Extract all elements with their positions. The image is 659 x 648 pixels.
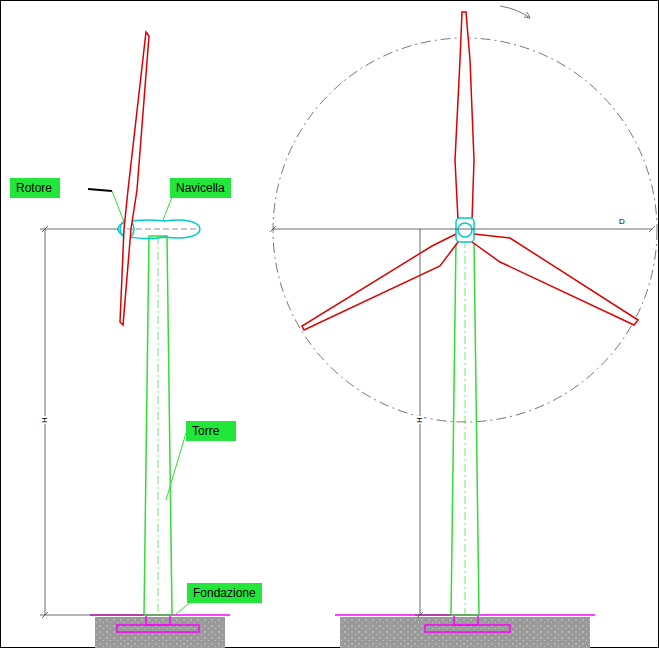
part-name: Rotore xyxy=(16,181,54,195)
rotor-axis xyxy=(127,229,200,230)
foundation-plate xyxy=(117,625,199,632)
label-box: Navicella xyxy=(170,178,231,198)
label-box: Torre xyxy=(186,421,236,441)
leader-line xyxy=(166,433,186,500)
tower-axis xyxy=(465,240,466,615)
rotor-blade xyxy=(302,234,458,330)
part-name: Torre xyxy=(192,424,230,438)
dimension-line xyxy=(273,229,652,230)
part-name: Fondazione xyxy=(193,586,256,600)
dimension-label: H xyxy=(41,416,49,424)
leader-line xyxy=(163,197,172,220)
rotation-arrow xyxy=(524,12,530,18)
foundation-pedestal xyxy=(146,615,170,625)
dimension-tick xyxy=(42,226,48,618)
rotation-arrow xyxy=(500,6,530,18)
tower xyxy=(144,236,172,615)
dimension-tick xyxy=(417,612,423,618)
label-box: Rotore xyxy=(10,178,60,198)
nacelle xyxy=(456,218,474,242)
dimension-line xyxy=(40,229,118,230)
rotor-blade xyxy=(455,12,474,220)
tower xyxy=(451,240,479,615)
label-box: Fondazione xyxy=(187,583,262,603)
foundation-plate xyxy=(425,625,510,632)
dimension-line xyxy=(40,615,144,616)
dimension-tick xyxy=(270,226,655,232)
dimension-label: D xyxy=(618,218,626,226)
rotor-blade xyxy=(120,32,149,325)
foundation-ground xyxy=(340,617,590,648)
leader-line xyxy=(88,189,112,191)
hub xyxy=(458,223,472,237)
foundation-pedestal xyxy=(454,615,478,625)
foundation-ground xyxy=(95,617,225,648)
part-name: Navicella xyxy=(176,181,225,195)
leader-line xyxy=(112,191,124,222)
rotor-blade xyxy=(472,234,638,325)
tower-axis xyxy=(158,236,159,615)
dimension-label: H xyxy=(416,416,424,424)
